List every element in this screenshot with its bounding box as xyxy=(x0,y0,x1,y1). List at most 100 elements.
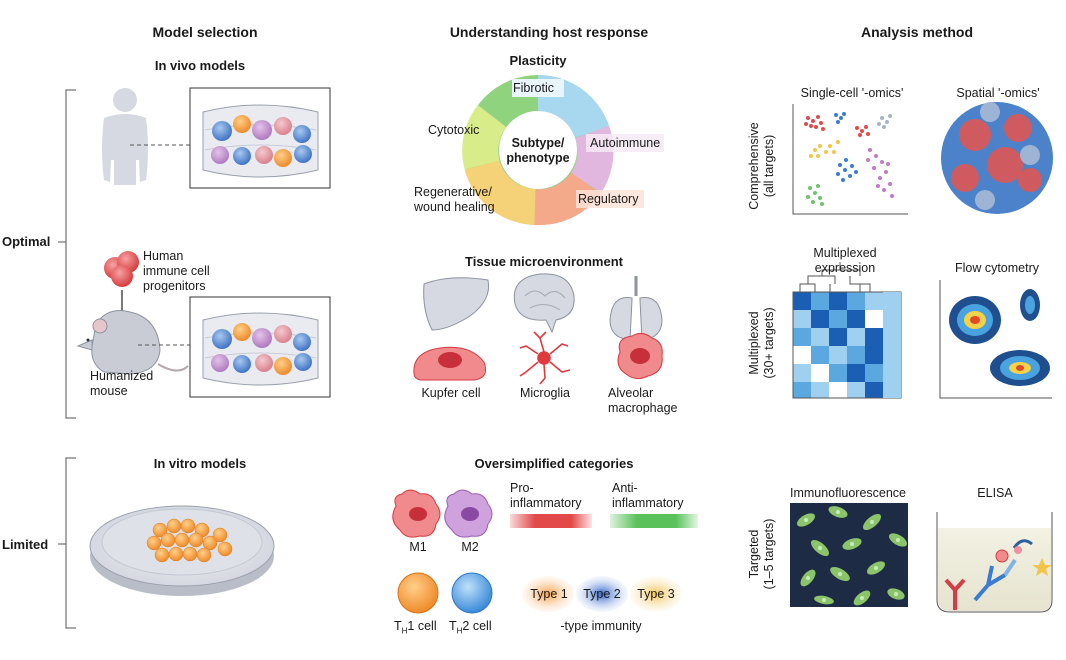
in-vitro-models-title: In vitro models xyxy=(153,456,247,471)
multiplexed-expression-line-1: Multiplexed xyxy=(813,246,877,260)
th2-t: T xyxy=(449,619,457,633)
plasticity-ring xyxy=(462,75,664,226)
tier-limited-label: Limited xyxy=(2,537,49,552)
multiplexed-heatmap xyxy=(792,262,902,399)
in-vivo-model-box-human xyxy=(189,87,331,189)
progenitors-line-3: progenitors xyxy=(143,279,206,293)
segment-regulatory: Regulatory xyxy=(578,192,639,206)
type2-label: Type 2 xyxy=(583,587,621,601)
pro-inflammatory-label: Pro- inflammatory xyxy=(510,481,582,511)
pro-line-1: Pro- xyxy=(510,481,534,495)
human-silhouette-icon xyxy=(102,88,148,185)
m1-label: M1 xyxy=(409,540,427,554)
th2-rest: 2 cell xyxy=(462,619,492,633)
alveolar-macrophage-label: Alveolar macrophage xyxy=(608,386,678,416)
anti-line-2: inflammatory xyxy=(612,496,684,510)
multiplexed-expression-label: Multiplexed expression xyxy=(790,246,900,276)
th1-rest: 1 cell xyxy=(407,619,437,633)
row-multiplexed-line-2: (30+ targets) xyxy=(762,307,776,379)
m1-macrophage-icon xyxy=(392,489,441,538)
plasticity-center-label: Subtype/ phenotype xyxy=(502,136,574,166)
row-label-targeted: Targeted (1–5 targets) xyxy=(747,504,779,604)
microglia-icon xyxy=(519,331,571,385)
brain-icon xyxy=(513,273,575,334)
elisa-well xyxy=(936,512,1053,613)
mouse-icon xyxy=(76,310,189,375)
row-label-multiplexed: Multiplexed (30+ targets) xyxy=(747,293,779,393)
optimal-bracket xyxy=(58,89,76,419)
immunofluorescence-label: Immunofluorescence xyxy=(789,486,907,500)
header-analysis-method: Analysis method xyxy=(860,24,974,40)
plasticity-center-line-2: phenotype xyxy=(506,151,570,165)
type2-glow xyxy=(576,576,628,612)
elisa-label: ELISA xyxy=(977,486,1013,500)
row-comprehensive-line-1: Comprehensive xyxy=(747,122,761,210)
type3-glow xyxy=(630,576,682,612)
in-vivo-models-title: In vivo models xyxy=(154,58,246,73)
progenitors-label: Human immune cell progenitors xyxy=(143,249,210,294)
segment-regenerative-line-2: wound healing xyxy=(414,200,495,214)
lungs-icon xyxy=(609,276,663,341)
alveolar-line-1: Alveolar xyxy=(608,386,654,400)
categories-title: Oversimplified categories xyxy=(474,456,634,471)
segment-regenerative: Regenerative/ wound healing xyxy=(414,185,495,215)
progenitor-cells-icon xyxy=(104,251,139,287)
th1-sub: H xyxy=(401,626,408,636)
th1-cell-icon xyxy=(397,572,439,614)
row-label-comprehensive: Comprehensive (all targets) xyxy=(747,116,779,216)
type-immunity-label: -type immunity xyxy=(560,619,642,633)
header-model-selection: Model selection xyxy=(152,24,258,40)
tissue-title: Tissue microenvironment xyxy=(465,254,623,269)
humanized-mouse-label: Humanized mouse xyxy=(90,369,153,399)
type1-label: Type 1 xyxy=(530,587,568,601)
flow-cytometry-plot xyxy=(939,280,1052,399)
th2-sub: H xyxy=(456,626,463,636)
pro-line-2: inflammatory xyxy=(510,496,582,510)
m2-label: M2 xyxy=(461,540,479,554)
kupfer-cell-label: Kupfer cell xyxy=(421,386,481,400)
type1-glow xyxy=(522,576,574,612)
petri-dish-icon xyxy=(89,505,275,596)
progenitors-line-1: Human xyxy=(143,249,184,263)
in-vivo-model-box-mouse xyxy=(189,296,331,398)
row-multiplexed-line-1: Multiplexed xyxy=(747,311,761,375)
segment-autoimmune: Autoimmune xyxy=(590,136,661,150)
spatial-omics-disk xyxy=(941,102,1053,214)
immunofluorescence-image xyxy=(790,503,908,607)
th1-label: TH1 cell xyxy=(394,619,437,639)
humanized-mouse-line-1: Humanized xyxy=(90,369,154,383)
anti-inflammatory-bar xyxy=(610,514,698,528)
alveolar-macrophage-icon xyxy=(617,332,663,380)
flow-cytometry-label: Flow cytometry xyxy=(954,261,1040,275)
multiplexed-expression-line-2: expression xyxy=(814,261,876,275)
type3-label: Type 3 xyxy=(637,587,675,601)
segment-fibrotic: Fibrotic xyxy=(513,81,554,95)
th2-label: TH2 cell xyxy=(449,619,492,639)
row-comprehensive-line-2: (all targets) xyxy=(762,134,776,198)
kupfer-cell-icon xyxy=(413,346,487,381)
row-targeted-line-1: Targeted xyxy=(747,529,761,579)
single-cell-label: Single-cell '-omics' xyxy=(800,86,904,100)
th1-t: T xyxy=(394,619,402,633)
progenitors-line-2: immune cell xyxy=(143,264,210,278)
th2-cell-icon xyxy=(451,572,493,614)
segment-regenerative-line-1: Regenerative/ xyxy=(414,185,492,199)
pro-inflammatory-bar xyxy=(510,514,592,528)
humanized-mouse-line-2: mouse xyxy=(90,384,128,398)
m2-macrophage-icon xyxy=(444,489,493,538)
alveolar-line-2: macrophage xyxy=(608,401,678,415)
plasticity-title: Plasticity xyxy=(509,53,567,68)
header-host-response: Understanding host response xyxy=(449,24,649,40)
segment-cytotoxic: Cytotoxic xyxy=(428,123,480,137)
limited-bracket xyxy=(58,457,76,629)
single-cell-umap-plot xyxy=(792,104,908,215)
liver-icon xyxy=(423,277,490,331)
row-targeted-line-2: (1–5 targets) xyxy=(762,518,776,590)
plasticity-center-line-1: Subtype/ xyxy=(511,136,565,150)
tier-optimal-label: Optimal xyxy=(2,234,51,249)
spatial-label: Spatial '-omics' xyxy=(956,86,1040,100)
anti-line-1: Anti- xyxy=(612,481,638,495)
anti-inflammatory-label: Anti- inflammatory xyxy=(612,481,684,511)
microglia-label: Microglia xyxy=(519,386,570,400)
